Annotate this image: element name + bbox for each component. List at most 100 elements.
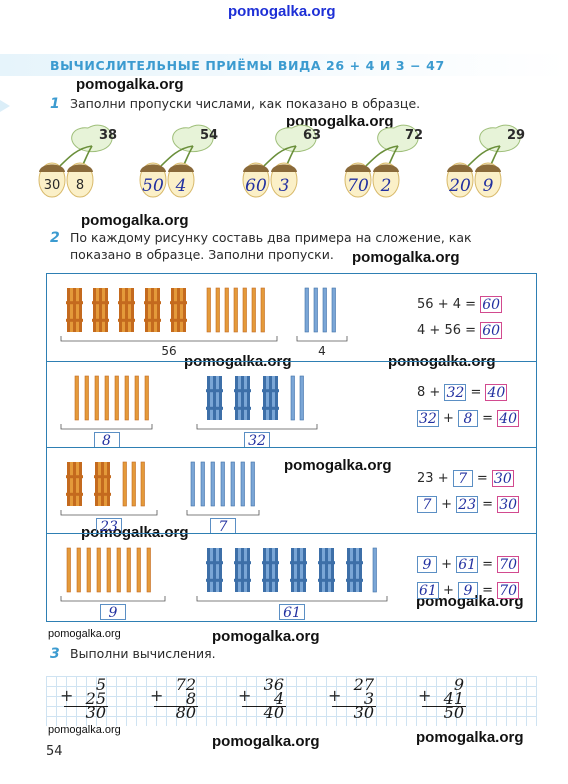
title-bar: [0, 54, 568, 76]
acorn-total: 38: [98, 128, 118, 143]
plus-sign: +: [150, 686, 164, 705]
task-3-number: 3: [50, 646, 60, 662]
equals-sign: =: [482, 497, 494, 512]
addend: 23: [417, 471, 434, 486]
acorn-group: [226, 118, 336, 208]
equation-2: 61 + 9 = 70: [417, 582, 520, 599]
counting-sticks-icon: [60, 375, 318, 430]
watermark: pomogalka.org: [81, 524, 189, 541]
stick-panel: 8 32 8 + 32 = 40 32 + 8 = 40: [46, 361, 537, 449]
acorn-group: [123, 118, 233, 208]
watermark: pomogalka.org: [416, 593, 524, 610]
acorn-total: 29: [506, 128, 526, 143]
plus-sign: +: [441, 557, 453, 572]
margin-decoration: [0, 60, 12, 112]
plus-sign: +: [442, 411, 454, 426]
sum-box: 70: [497, 556, 520, 573]
plus-sign: +: [442, 583, 454, 598]
watermark: pomogalka.org: [48, 628, 121, 640]
addend: 56: [417, 297, 434, 312]
counting-sticks-icon: [60, 461, 260, 516]
page-number: 54: [46, 744, 63, 759]
plus-sign: +: [429, 385, 441, 400]
grid-paper: [46, 676, 537, 726]
acorn-tens: 50: [142, 176, 164, 196]
equation-2: 4 + 56 = 60: [417, 322, 503, 339]
equals-sign: =: [465, 323, 477, 338]
equation-1: 9 + 61 = 70: [417, 556, 520, 573]
sum-box: 60: [480, 296, 503, 313]
column-bottom: 25: [85, 689, 106, 708]
addend-box: 9: [458, 582, 479, 599]
column-top: 36: [263, 675, 284, 694]
group-label-left: 9: [100, 604, 126, 621]
column-result: 50: [443, 703, 464, 722]
addend-box: 7: [417, 496, 437, 513]
acorn-ones: 9: [482, 176, 494, 196]
task-3-text: Выполни вычисления.: [70, 646, 216, 661]
watermark: pomogalka.org: [352, 249, 460, 266]
sum-box: 60: [480, 322, 503, 339]
column-top: 9: [453, 675, 464, 694]
watermark: pomogalka.org: [212, 733, 320, 750]
group-label-left: 23: [96, 518, 122, 535]
equation-1: 8 + 32 = 40: [417, 384, 508, 401]
equals-sign: =: [482, 583, 494, 598]
watermark: pomogalka.org: [212, 628, 320, 645]
column-top: 27: [353, 675, 374, 694]
acorn-ones: 4: [175, 176, 187, 196]
acorn-total: 54: [199, 128, 219, 143]
sum-box: 40: [497, 410, 520, 427]
counting-sticks-icon: [60, 547, 388, 602]
acorn-total: 72: [404, 128, 424, 143]
plus-sign: +: [238, 686, 252, 705]
watermark-top[interactable]: pomogalka.org: [228, 3, 336, 20]
task-2-number: 2: [50, 230, 60, 246]
sum-line: [332, 706, 376, 707]
addend-box: 9: [417, 556, 437, 573]
acorn-tens: 70: [347, 176, 369, 196]
task-1-text: Заполни пропуски числами, как показано в…: [70, 96, 421, 111]
column-top: 5: [95, 675, 106, 694]
equation-2: 32 + 8 = 40: [417, 410, 520, 427]
acorn-ones: 3: [278, 176, 290, 196]
plus-sign: +: [328, 686, 342, 705]
acorn-tens: 20: [449, 176, 471, 196]
addend: 8: [417, 385, 426, 400]
group-label-left: 8: [93, 432, 120, 449]
equation-1: 56 + 4 = 60: [417, 296, 503, 313]
watermark: pomogalka.org: [76, 76, 184, 93]
addend-box: 8: [458, 410, 479, 427]
acorn-tens: 30: [43, 178, 61, 193]
equals-sign: =: [476, 471, 488, 486]
addend: 4: [452, 297, 462, 312]
column-bottom: 41: [443, 689, 464, 708]
column-result: 40: [263, 703, 284, 722]
watermark: pomogalka.org: [48, 724, 121, 736]
sum-box: 70: [497, 582, 520, 599]
equals-sign: =: [465, 297, 477, 312]
group-label-right: 32: [244, 432, 270, 449]
acorn-icon: [139, 124, 214, 198]
watermark: pomogalka.org: [286, 113, 394, 130]
plus-sign: +: [437, 297, 449, 312]
addend: 56: [444, 323, 462, 338]
acorn-total: 63: [302, 128, 322, 143]
watermark: pomogalka.org: [81, 212, 189, 229]
addend-box: 7: [452, 470, 473, 487]
sum-box: 30: [497, 496, 520, 513]
sum-line: [422, 706, 466, 707]
acorn-icon: [344, 124, 419, 198]
column-bottom: 4: [273, 689, 284, 708]
counting-sticks-icon: [60, 287, 348, 342]
acorn-group: [328, 118, 438, 208]
sum-line: [154, 706, 198, 707]
column-result: 30: [85, 703, 106, 722]
stick-panel: 9 61 9 + 61 = 70 61 + 9 = 70: [46, 533, 537, 622]
column-top: 72: [175, 675, 196, 694]
acorn-icon: [38, 124, 113, 198]
plus-sign: +: [437, 471, 449, 486]
equation-2: 7 + 23 = 30: [417, 496, 520, 513]
group-label-right: 61: [279, 604, 305, 621]
